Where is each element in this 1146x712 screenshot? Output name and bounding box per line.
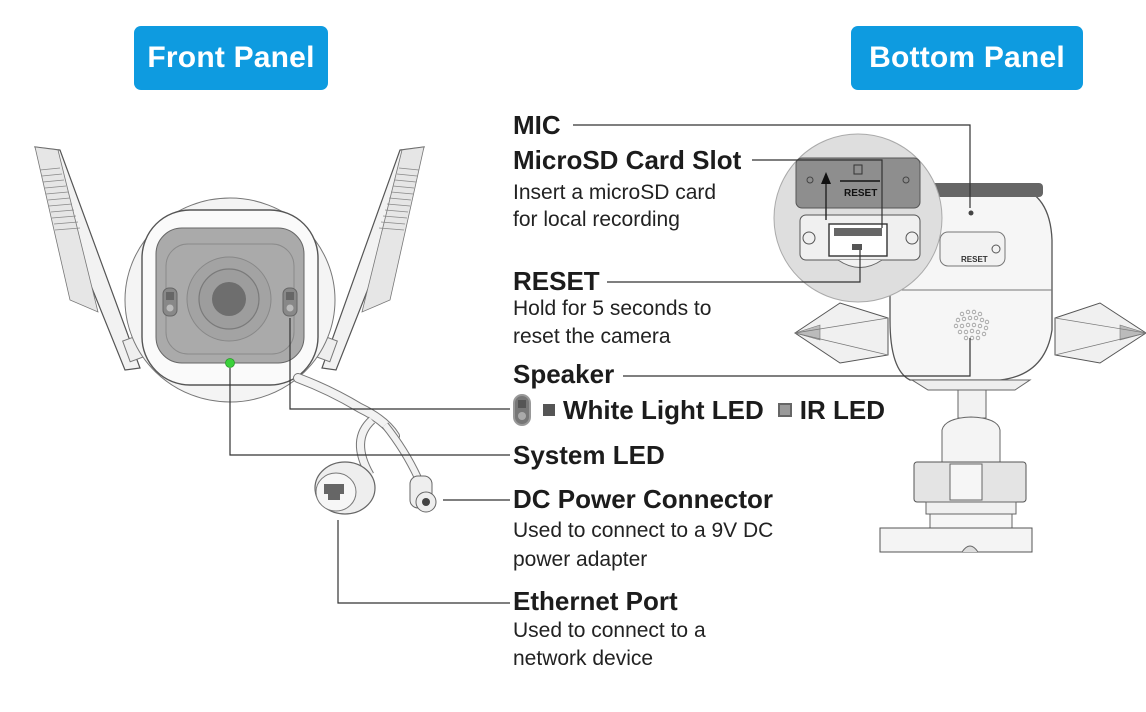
system-led-indicator	[225, 358, 235, 368]
ir-led-label: IR LED	[799, 395, 885, 425]
front-panel-badge: Front Panel	[134, 26, 328, 90]
reset-desc-line-2: reset the camera	[513, 325, 671, 348]
mic-hole	[968, 210, 974, 216]
leader-lines	[229, 124, 971, 604]
speaker-label: Speaker	[513, 359, 615, 389]
leader-leds	[289, 318, 510, 410]
dc-power-desc-line-1: Used to connect to a 9V DC	[513, 519, 774, 542]
front-camera-illustration	[34, 146, 437, 515]
dc-power-desc-line-2: power adapter	[513, 548, 648, 571]
leader-system-led	[229, 368, 510, 456]
ethernet-desc-line-2: network device	[513, 647, 654, 670]
leader-microsd	[752, 159, 883, 228]
bottom-left-antenna	[793, 302, 889, 364]
dc-power-connector-illustration	[409, 475, 437, 513]
ethernet-port-illustration	[314, 461, 376, 515]
microsd-desc-line-1: Insert a microSD card	[513, 181, 717, 204]
left-led-module	[162, 287, 178, 317]
ir-led-swatch-icon	[777, 403, 792, 417]
zoom-reset-text: RESET	[844, 188, 877, 199]
leader-mic	[573, 124, 971, 208]
white-light-led-label: White Light LED	[563, 395, 764, 425]
microsd-label: MicroSD Card Slot	[513, 145, 742, 175]
white-light-led-swatch-icon	[543, 404, 555, 416]
speaker-grille	[953, 309, 990, 341]
reset-desc-line-1: Hold for 5 seconds to	[513, 297, 712, 320]
ethernet-label: Ethernet Port	[513, 586, 678, 616]
system-led-label: System LED	[513, 440, 665, 470]
mic-label: MIC	[513, 110, 561, 140]
microsd-magnifier: RESET	[773, 133, 943, 303]
bottom-camera-illustration: RESET	[773, 133, 1146, 553]
left-antenna	[34, 146, 144, 371]
leader-speaker	[623, 338, 971, 377]
bottom-right-antenna	[1054, 302, 1146, 364]
dc-power-label: DC Power Connector	[513, 484, 774, 514]
led-module-icon	[513, 394, 531, 426]
reset-label: RESET	[513, 266, 600, 296]
ethernet-desc-line-1: Used to connect to a	[513, 619, 706, 642]
leader-ethernet	[337, 520, 510, 604]
right-antenna	[316, 146, 425, 371]
led-legend: White Light LED IR LED	[513, 394, 885, 426]
front-cables	[293, 373, 422, 480]
body-reset-text: RESET	[961, 255, 988, 264]
right-led-module	[282, 287, 298, 317]
camera-mount	[879, 379, 1033, 553]
microsd-desc-line-2: for local recording	[513, 208, 680, 231]
leader-reset	[607, 250, 861, 283]
bottom-panel-badge: Bottom Panel	[851, 26, 1083, 90]
